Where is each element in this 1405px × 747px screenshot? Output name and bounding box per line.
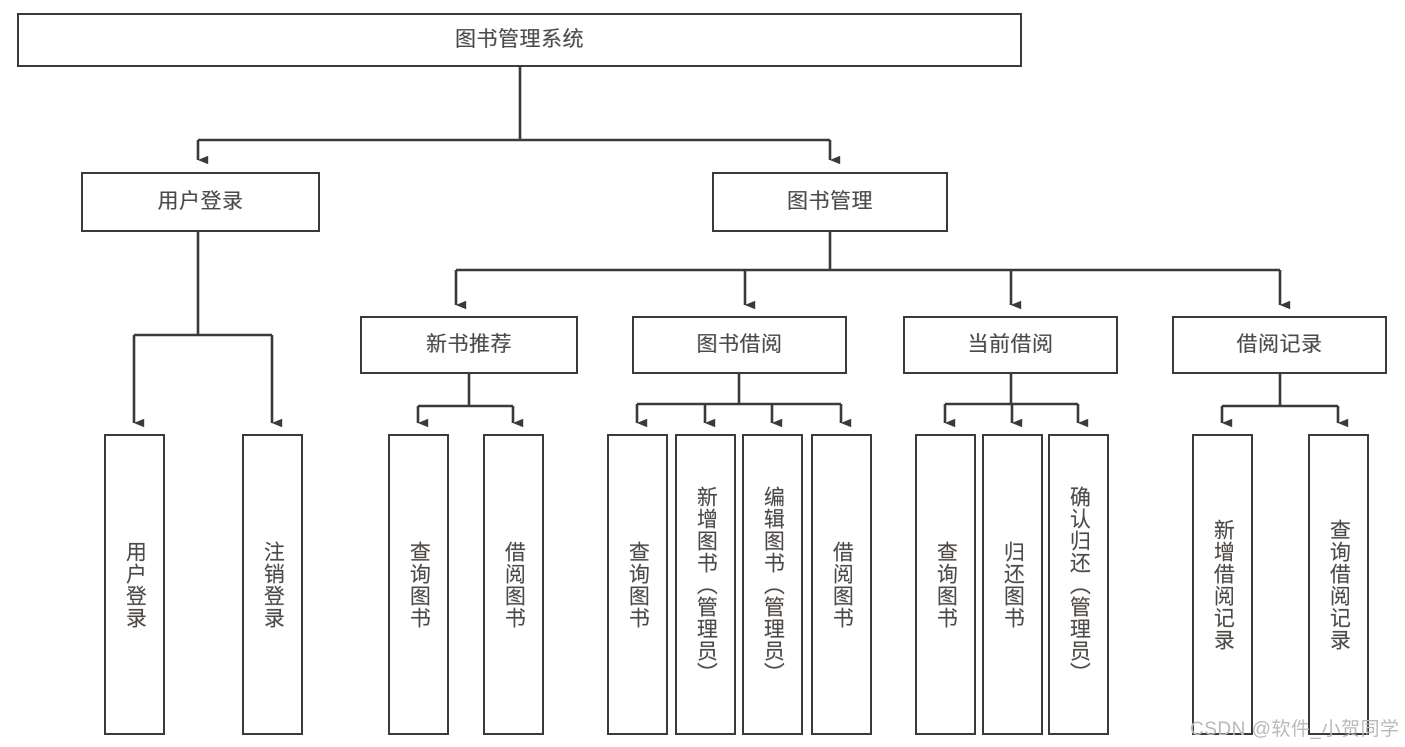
node-leaf-query-book-2[interactable]: 查询图书: [607, 434, 668, 735]
node-borrow-record[interactable]: 借阅记录: [1172, 316, 1387, 374]
node-book-borrow-label: 图书借阅: [696, 332, 783, 356]
node-leaf-add-book[interactable]: 新增图书（管理员）: [675, 434, 736, 735]
node-book-borrow[interactable]: 图书借阅: [632, 316, 847, 374]
node-borrow-record-label: 借阅记录: [1236, 332, 1323, 356]
node-leaf-borrow-book-1[interactable]: 借阅图书: [483, 434, 544, 735]
node-leaf-return-book[interactable]: 归还图书: [982, 434, 1043, 735]
node-user-login[interactable]: 用户登录: [81, 172, 320, 232]
node-leaf-user-logout[interactable]: 注销登录: [242, 434, 303, 735]
node-new-book-recommend-label: 新书推荐: [426, 332, 512, 356]
node-current-borrow[interactable]: 当前借阅: [903, 316, 1118, 374]
node-leaf-add-book-label: 新增图书（管理员）: [694, 485, 718, 684]
node-leaf-query-record[interactable]: 查询借阅记录: [1308, 434, 1369, 735]
node-leaf-borrow-book-1-label: 借阅图书: [502, 540, 526, 629]
node-leaf-query-book-2-label: 查询图书: [626, 540, 650, 629]
node-leaf-query-book-1[interactable]: 查询图书: [388, 434, 449, 735]
node-leaf-confirm-return[interactable]: 确认归还（管理员）: [1048, 434, 1109, 735]
node-new-book-recommend[interactable]: 新书推荐: [360, 316, 578, 374]
node-leaf-return-book-label: 归还图书: [1001, 540, 1025, 629]
node-leaf-query-record-label: 查询借阅记录: [1327, 518, 1351, 651]
node-leaf-borrow-book-2-label: 借阅图书: [830, 540, 854, 629]
watermark-text: CSDN @软件_小贺同学: [1190, 719, 1400, 740]
node-leaf-user-login-label: 用户登录: [123, 540, 147, 629]
node-leaf-confirm-return-label: 确认归还（管理员）: [1067, 485, 1091, 684]
node-leaf-query-book-1-label: 查询图书: [407, 540, 431, 629]
node-current-borrow-label: 当前借阅: [967, 332, 1054, 356]
node-leaf-borrow-book-2[interactable]: 借阅图书: [811, 434, 872, 735]
node-leaf-add-record[interactable]: 新增借阅记录: [1192, 434, 1253, 735]
node-book-manage[interactable]: 图书管理: [712, 172, 948, 232]
node-leaf-query-book-3[interactable]: 查询图书: [915, 434, 976, 735]
node-root-label: 图书管理系统: [455, 27, 584, 51]
node-user-login-label: 用户登录: [157, 189, 244, 213]
node-book-manage-label: 图书管理: [787, 189, 873, 213]
node-leaf-add-record-label: 新增借阅记录: [1211, 518, 1235, 651]
node-root[interactable]: 图书管理系统: [17, 13, 1022, 67]
node-leaf-edit-book-label: 编辑图书（管理员）: [761, 485, 785, 684]
node-leaf-user-logout-label: 注销登录: [261, 540, 285, 629]
node-leaf-edit-book[interactable]: 编辑图书（管理员）: [742, 434, 803, 735]
node-leaf-query-book-3-label: 查询图书: [934, 540, 958, 629]
node-leaf-user-login[interactable]: 用户登录: [104, 434, 165, 735]
